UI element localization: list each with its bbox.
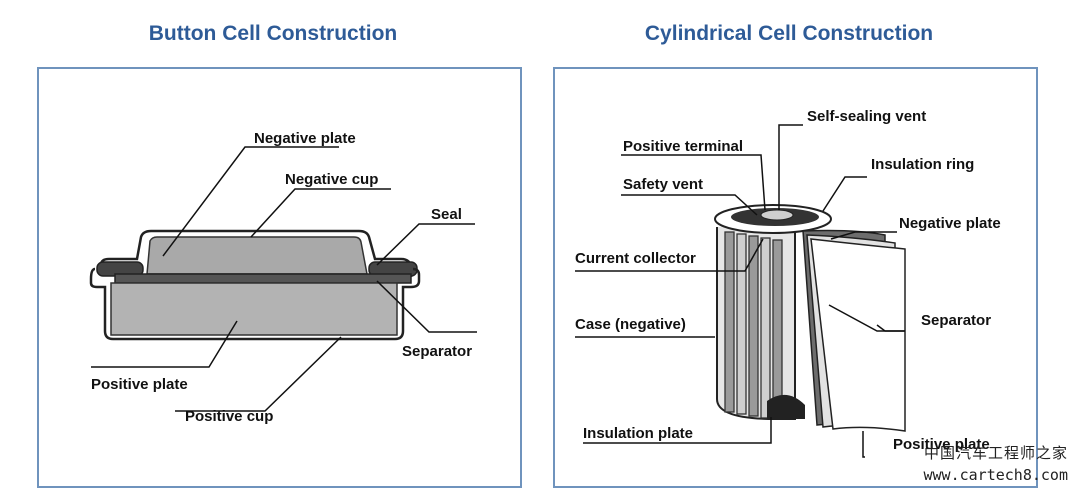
label-negative-plate: Negative plate bbox=[899, 215, 1001, 232]
button-cell-panel: Negative plate Negative cup Seal Separat… bbox=[37, 67, 522, 488]
positive-plate bbox=[110, 282, 398, 336]
positive-cup bbox=[89, 267, 421, 341]
insulation-plate bbox=[767, 394, 805, 419]
label-insulation-plate: Insulation plate bbox=[583, 425, 693, 442]
positive-plate-sheet bbox=[810, 238, 906, 432]
label-current-collector: Current collector bbox=[575, 250, 696, 267]
button-cell-diagram: Negative plate Negative cup Seal Separat… bbox=[89, 130, 477, 425]
label-seal: Seal bbox=[431, 206, 462, 223]
label-separator: Separator bbox=[402, 343, 472, 360]
label-case-negative: Case (negative) bbox=[575, 316, 686, 333]
label-positive-cup: Positive cup bbox=[185, 408, 273, 425]
negative-plate bbox=[146, 236, 368, 275]
cylindrical-cell-panel: Self-sealing vent Positive terminal Insu… bbox=[553, 67, 1038, 488]
label-self-sealing-vent: Self-sealing vent bbox=[807, 108, 926, 125]
watermark-url: www.cartech8.com bbox=[923, 466, 1069, 484]
label-safety-vent: Safety vent bbox=[623, 176, 703, 193]
separator bbox=[114, 273, 412, 284]
cylindrical-cell-title: Cylindrical Cell Construction bbox=[644, 22, 934, 45]
label-negative-plate: Negative plate bbox=[254, 130, 356, 147]
label-positive-plate: Positive plate bbox=[91, 376, 188, 393]
label-negative-cup: Negative cup bbox=[285, 171, 378, 188]
button-cell-title: Button Cell Construction bbox=[148, 22, 398, 45]
cylindrical-cell-diagram: Self-sealing vent Positive terminal Insu… bbox=[575, 108, 1001, 458]
label-separator: Separator bbox=[921, 312, 991, 329]
positive-terminal bbox=[760, 209, 794, 221]
label-insulation-ring: Insulation ring bbox=[871, 156, 974, 173]
label-positive-terminal: Positive terminal bbox=[623, 138, 743, 155]
watermark-chinese: 中国汽车工程师之家 bbox=[923, 444, 1068, 462]
label-positive-plate: Positive plate bbox=[893, 436, 990, 453]
